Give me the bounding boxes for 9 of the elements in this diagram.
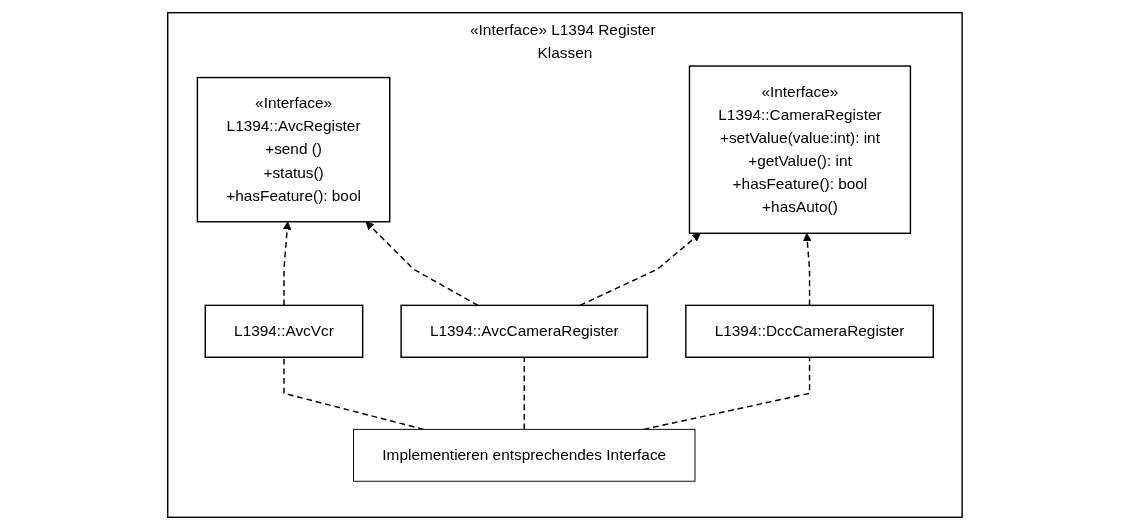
node-box: «Interface» L1394::AvcRegister +send () +status() +hasFeature(): bool <box>196 76 391 222</box>
node-box: L1394::DccCameraRegister <box>685 304 935 358</box>
arrow <box>283 220 292 306</box>
arrow <box>803 232 812 306</box>
node-box: L1394::AvcVcr <box>204 304 364 358</box>
connector <box>523 356 526 430</box>
node-box: L1394::AvcCameraRegister <box>400 304 649 358</box>
node-box: «Interface» L1394::CameraRegister +setValue(value:int): int +getValue(): int +hasFeature(): bool +hasAuto() <box>688 64 912 234</box>
node-box: Implementieren entsprechendes Interface <box>353 428 696 482</box>
